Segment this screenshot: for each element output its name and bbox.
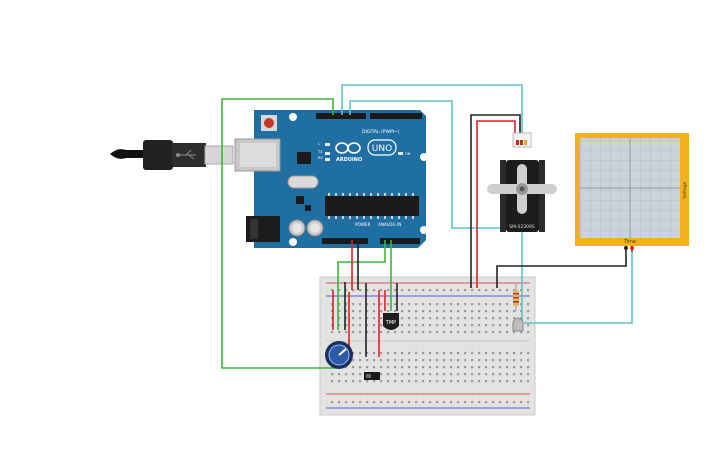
board-model-label: UNO xyxy=(372,144,392,154)
arduino-uno-board[interactable]: ARDUINO UNO DIGITAL (PWM~) POWER ANALOG … xyxy=(234,110,428,248)
wire-green-potentiometer[interactable] xyxy=(221,98,338,369)
digital-header-label: DIGITAL (PWM~) xyxy=(362,129,400,135)
oscilloscope-time-label: Time xyxy=(623,239,636,245)
resistor[interactable] xyxy=(513,284,519,311)
potentiometer[interactable] xyxy=(325,341,353,369)
wire-black-servo-gnd[interactable] xyxy=(470,114,521,288)
rx-label: RX xyxy=(318,156,323,160)
oscilloscope-voltage-label: Voltage xyxy=(682,181,688,198)
wire-teal-scope[interactable] xyxy=(524,246,633,324)
on-label: ON xyxy=(405,152,411,156)
power-header-label: POWER xyxy=(355,222,371,227)
analog-header-label: ANALOG IN xyxy=(378,222,401,227)
servo-horn[interactable] xyxy=(487,164,557,214)
slide-switch[interactable] xyxy=(364,372,380,380)
arduino-wordmark: ARDUINO xyxy=(336,157,362,163)
wire-green-a0[interactable] xyxy=(337,240,386,330)
oscilloscope[interactable]: Time Voltage xyxy=(575,133,689,250)
wire-red-servo-power[interactable] xyxy=(476,120,516,288)
wire-teal-pin[interactable] xyxy=(349,100,523,322)
led[interactable] xyxy=(512,317,524,332)
l-label: L xyxy=(318,142,320,146)
usb-cable[interactable] xyxy=(110,140,234,170)
wire-black-scope-gnd[interactable] xyxy=(496,246,627,288)
temperature-sensor-label: TMP xyxy=(385,320,396,326)
tx-label: TX xyxy=(317,150,323,154)
arduino-logo-icon xyxy=(335,142,361,154)
temperature-sensor[interactable]: TMP xyxy=(383,313,399,330)
wire-teal-servo-signal[interactable] xyxy=(341,84,523,133)
breadboard[interactable] xyxy=(319,276,536,416)
servo-model-label: SM-S2309S xyxy=(509,224,535,230)
servo-motor[interactable]: SM-S2309S xyxy=(487,132,557,232)
